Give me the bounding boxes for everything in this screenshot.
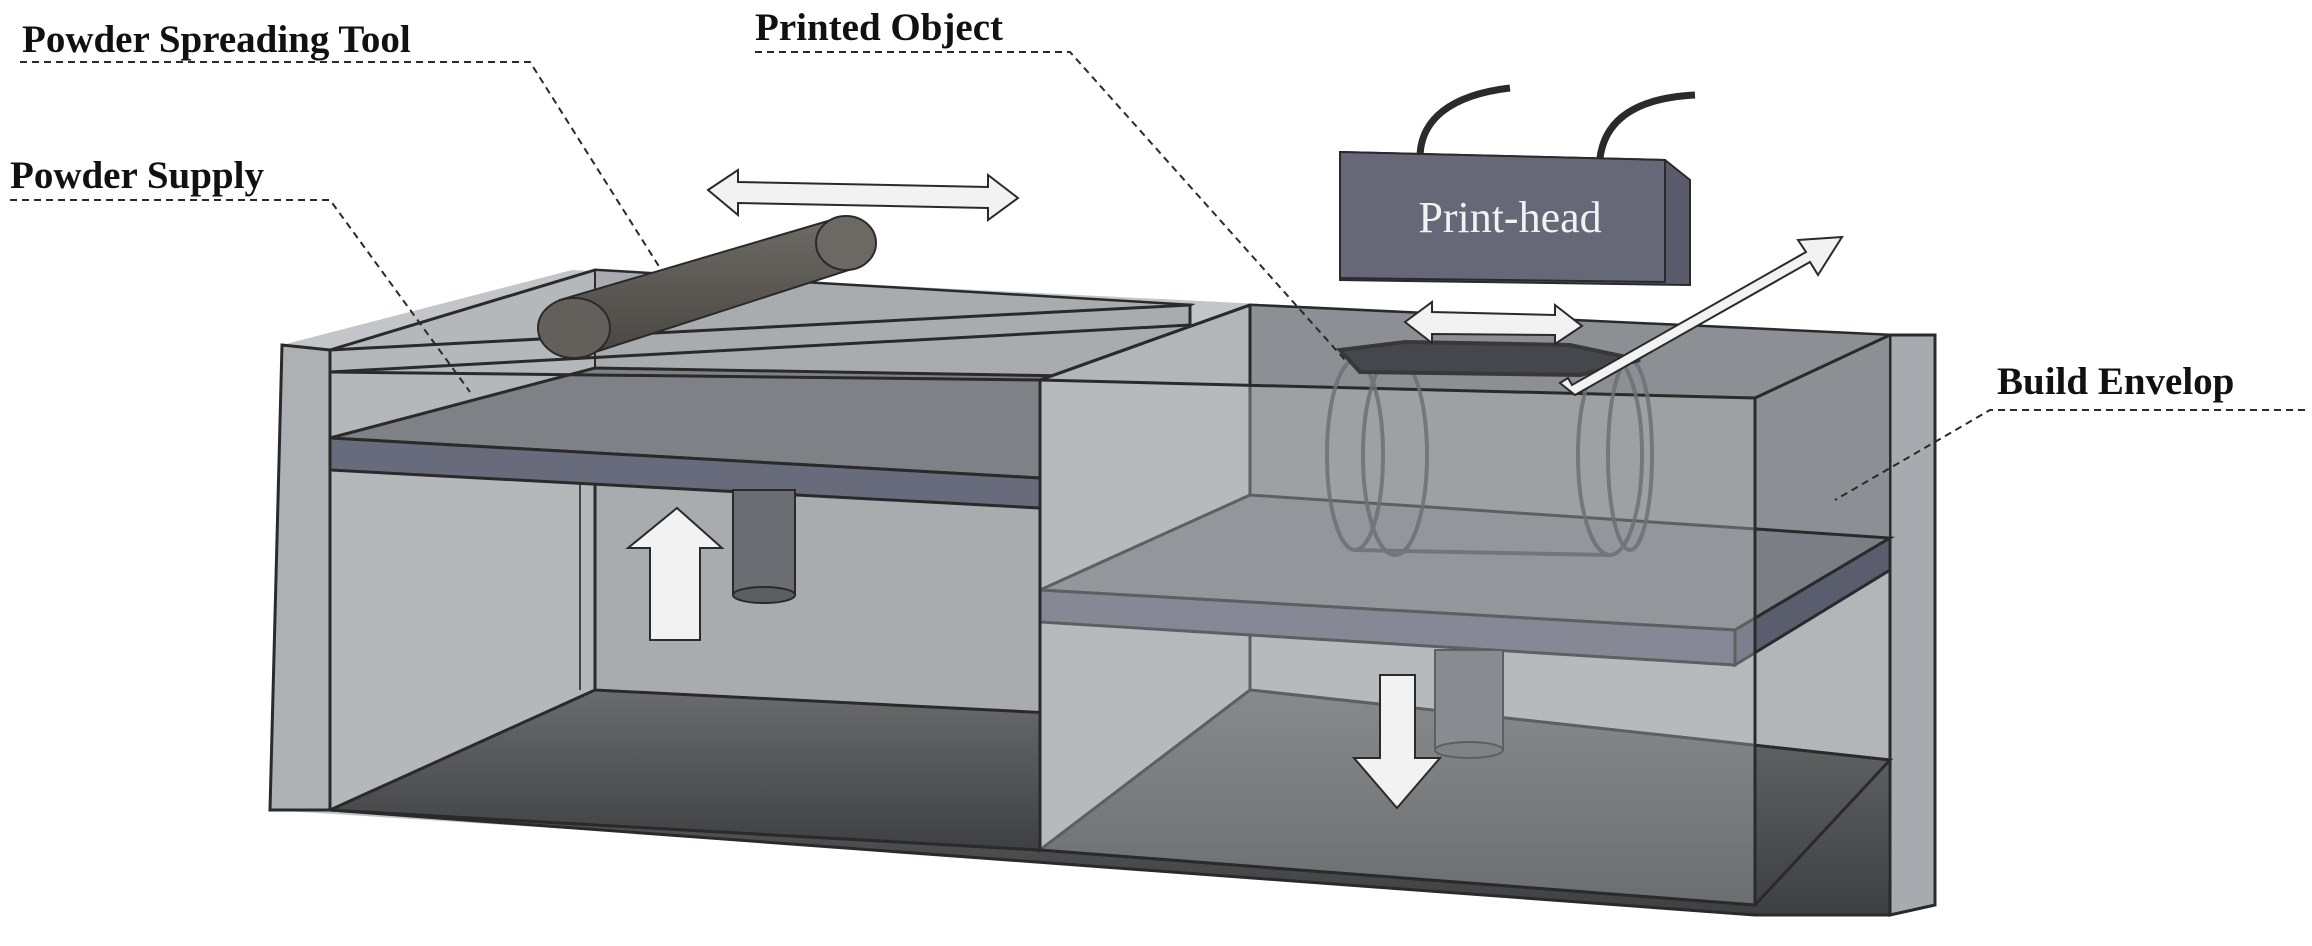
leader-build-envelop — [1834, 409, 2305, 501]
build-down-arrow — [1351, 674, 1443, 810]
roller-motion-arrow — [706, 168, 1020, 222]
label-powder-supply: Powder Supply — [10, 154, 264, 197]
label-powder-spreading-tool: Powder Spreading Tool — [22, 18, 411, 61]
printhead-y-arrow — [1558, 235, 1844, 397]
label-print-head: Print-head — [1418, 192, 1602, 242]
leader-printed-object — [755, 51, 1346, 361]
leader-spreading-tool — [20, 61, 661, 269]
printed-object — [1325, 339, 1654, 557]
leader-lines — [10, 51, 2305, 501]
powder-spreading-roller — [537, 215, 877, 359]
label-printed-object: Printed Object — [755, 6, 1004, 49]
label-build-envelop: Build Envelop — [1997, 360, 2235, 403]
print-head — [1339, 84, 1696, 287]
printhead-x-arrow — [1403, 300, 1584, 346]
supply-up-arrow — [625, 506, 725, 641]
build-chamber — [1035, 303, 1895, 907]
